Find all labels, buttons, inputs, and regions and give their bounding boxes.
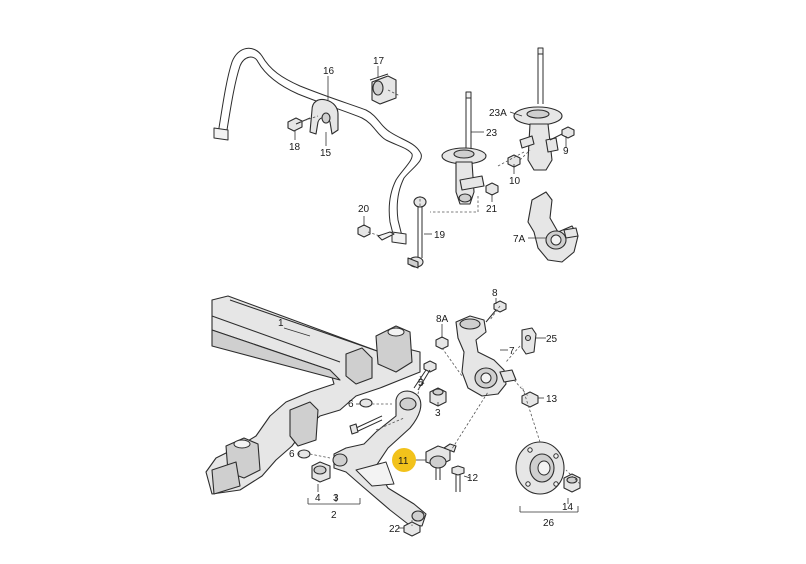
label-26: 26	[543, 518, 555, 529]
stabilizer-bushing	[369, 73, 397, 105]
label-8: 8	[492, 288, 498, 299]
label-8a: 8A	[436, 314, 449, 325]
label-23a: 23A	[489, 108, 507, 119]
label-3-upper: 3	[435, 408, 441, 419]
label-13: 13	[546, 394, 558, 405]
label-2: 2	[331, 510, 337, 521]
highlight-marker-11	[392, 448, 416, 472]
bushing-4	[311, 461, 331, 483]
bushing-3-upper	[429, 387, 447, 407]
label-6-upper: 6	[348, 399, 354, 410]
subframe	[205, 295, 421, 495]
bracket-25	[521, 327, 537, 355]
label-21: 21	[486, 204, 498, 215]
wishbone	[332, 390, 427, 527]
part-labels: 16 17 15 18 23 23A 9 10 21 20 19 7A 1 8 …	[278, 56, 574, 535]
leader-lines	[283, 66, 581, 529]
label-15: 15	[320, 148, 332, 159]
strut-23	[441, 91, 487, 205]
label-19: 19	[434, 230, 446, 241]
bolt-18	[287, 117, 311, 132]
label-11: 11	[398, 456, 409, 467]
label-3-lower: 3	[333, 493, 339, 504]
label-10: 10	[509, 176, 521, 187]
ball-joint	[425, 443, 457, 480]
coupling-rod	[407, 196, 427, 269]
bolt-9	[549, 126, 575, 141]
label-4: 4	[315, 493, 321, 504]
label-1: 1	[278, 318, 284, 329]
label-20: 20	[358, 204, 370, 215]
label-17: 17	[373, 56, 385, 67]
stabilizer-bar	[213, 47, 422, 245]
wheel-hub	[515, 441, 565, 495]
nut-21	[485, 182, 499, 196]
bolt-12	[451, 465, 465, 492]
label-25: 25	[546, 334, 558, 345]
stabilizer-clamp	[309, 98, 339, 135]
label-6-lower: 6	[289, 449, 295, 460]
label-16: 16	[323, 66, 335, 77]
label-5: 5	[418, 378, 424, 389]
label-23: 23	[486, 128, 498, 139]
label-7: 7	[509, 346, 515, 357]
wheel-bearing-housing-7	[455, 315, 517, 397]
nut-13	[521, 391, 539, 408]
label-14: 14	[562, 502, 574, 513]
wheel-bearing-housing-7a	[527, 191, 579, 263]
strut-23a	[513, 47, 563, 171]
washer-6-upper	[359, 398, 373, 408]
label-18: 18	[289, 142, 301, 153]
label-22: 22	[389, 524, 401, 535]
label-9: 9	[563, 146, 569, 157]
nut-8a	[435, 336, 449, 350]
label-12: 12	[467, 473, 479, 484]
nut-10	[507, 154, 521, 168]
nut-14	[563, 473, 581, 493]
bolt-5	[413, 360, 437, 391]
label-7a: 7A	[513, 234, 526, 245]
bolt-lower	[349, 415, 383, 435]
nut-20	[357, 224, 395, 241]
